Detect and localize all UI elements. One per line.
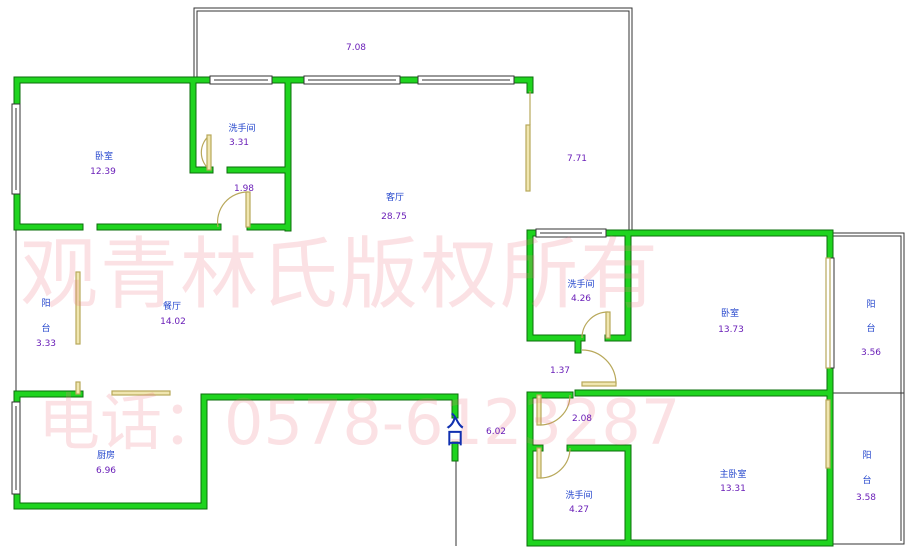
room-dining-area: 14.02 (160, 317, 186, 327)
room-bedroom-e-name: 卧室 (720, 309, 740, 319)
room-bathroom-n-name: 洗手间 (228, 124, 256, 134)
balcony-se-area: 3.58 (855, 493, 877, 503)
room-master-bedroom-area: 13.31 (720, 484, 746, 494)
watermark-text: 观青林氏版权所有 (20, 230, 661, 320)
terrace-outlines (15, 7, 905, 546)
room-living-area: 28.75 (381, 212, 407, 222)
room-corridor-n-area: 1.98 (233, 184, 255, 194)
balcony-se-name-1: 阳 (862, 451, 872, 461)
balcony-w-name-2: 台 (41, 324, 51, 334)
room-kitchen-name: 厨房 (96, 451, 116, 461)
corridor-mid-area: 1.37 (549, 366, 571, 376)
entry-hall-area: 6.02 (485, 427, 507, 437)
room-bedroom-e-area: 13.73 (718, 325, 744, 335)
balcony-w-name-1: 阳 (41, 299, 51, 309)
room-bathroom-s-area: 4.27 (568, 505, 590, 515)
entrance-label-2: 口 (446, 429, 464, 449)
room-bathroom-mid-name: 洗手间 (567, 280, 595, 290)
room-bedroom-nw-area: 12.39 (90, 167, 116, 177)
terrace-right-area: 7.71 (566, 154, 588, 164)
room-dining-name: 餐厅 (162, 302, 182, 312)
corridor-s-area: 2.08 (571, 414, 593, 424)
balcony-e-name-1: 阳 (866, 300, 876, 310)
entrance-label-1: 入 (446, 412, 464, 432)
terrace-top-area: 7.08 (345, 43, 367, 53)
balcony-se-name-2: 台 (862, 476, 872, 486)
balcony-w-area: 3.33 (35, 339, 57, 349)
room-bathroom-mid-area: 4.26 (570, 294, 592, 304)
room-living-name: 客厅 (385, 193, 405, 203)
room-kitchen-area: 6.96 (95, 466, 117, 476)
room-bedroom-nw-name: 卧室 (94, 152, 114, 162)
balcony-e-name-2: 台 (866, 324, 876, 334)
room-master-bedroom-name: 主卧室 (719, 470, 747, 480)
balcony-e-area: 3.56 (860, 348, 882, 358)
watermark-phone: 电话：0578-6123287 (38, 386, 681, 459)
room-bathroom-s-name: 洗手间 (565, 491, 593, 501)
room-bathroom-n-area: 3.31 (228, 138, 250, 148)
doors (75, 91, 831, 479)
